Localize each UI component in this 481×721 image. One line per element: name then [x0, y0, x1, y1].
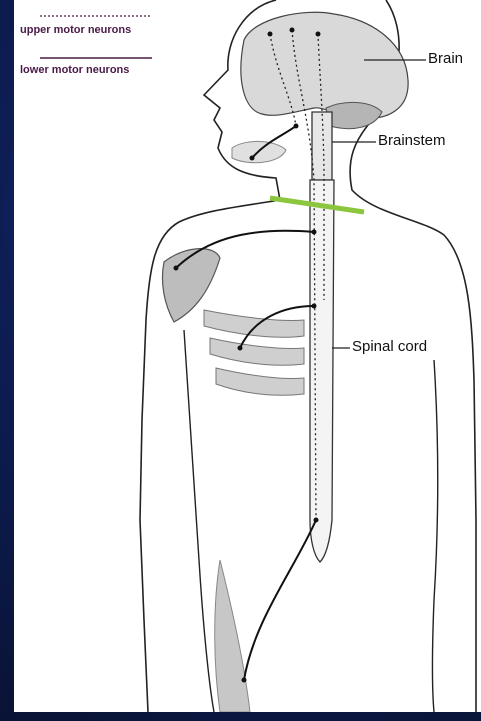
- neuron-terminal: [314, 518, 319, 523]
- brain-shape: [241, 12, 408, 118]
- motor-pathway-illustration: [14, 0, 481, 712]
- neuron-terminal: [312, 304, 317, 309]
- neuron-terminal: [238, 346, 243, 351]
- rib-shape: [204, 310, 304, 337]
- spinal-cord-shape: [310, 180, 334, 562]
- neuron-terminal: [250, 156, 255, 161]
- legend-lower-label: lower motor neurons: [20, 64, 129, 76]
- leg-muscle-shape: [215, 560, 250, 712]
- neuron-terminal: [294, 124, 299, 129]
- neuron-terminal: [242, 678, 247, 683]
- rib-shape: [216, 368, 304, 395]
- neuron-terminal: [312, 230, 317, 235]
- neuron-terminal: [174, 266, 179, 271]
- brainstem-label: Brainstem: [378, 132, 446, 149]
- neuron-terminal: [290, 28, 295, 33]
- neuron-terminal: [268, 32, 273, 37]
- cerebellum-shape: [326, 102, 382, 128]
- brainstem-shape: [312, 112, 332, 180]
- lower-motor-neuron-path: [244, 520, 316, 680]
- brain-label: Brain: [428, 50, 463, 67]
- rib-shape: [210, 338, 304, 365]
- neuron-terminal: [316, 32, 321, 37]
- legend-upper-label: upper motor neurons: [20, 24, 131, 36]
- diagram-panel: upper motor neurons lower motor neurons …: [14, 0, 481, 712]
- spinal-cord-label: Spinal cord: [352, 338, 427, 355]
